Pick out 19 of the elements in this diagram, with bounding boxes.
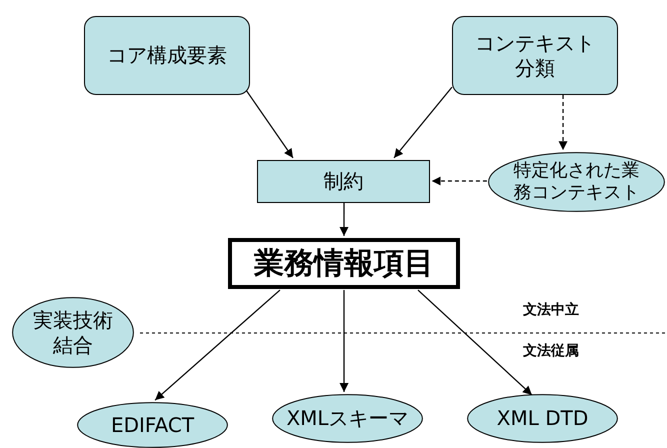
oval-node: 実装技術結合 [12,297,134,368]
arrow [246,90,294,158]
oval-node: XMLスキーマ [272,394,423,443]
arrow [340,203,348,236]
arrow [394,86,452,158]
rounded-box: コンテキスト分類 [452,16,618,95]
heading-box: 業務情報項目 [228,238,460,289]
arrow [558,95,568,150]
process-box: 制約 [257,160,430,203]
zone-label: 文法中立 [523,301,579,319]
arrow [340,290,349,392]
zone-label: 文法従属 [523,342,579,360]
arrow [154,290,280,401]
rounded-box: コア構成要素 [84,16,250,95]
oval-node: XML DTD [467,394,618,443]
arrow [418,290,532,396]
oval-node: EDIFACT [77,402,228,448]
oval-node: 特定化された業務コンテキスト [488,152,665,212]
arrow [432,176,487,186]
